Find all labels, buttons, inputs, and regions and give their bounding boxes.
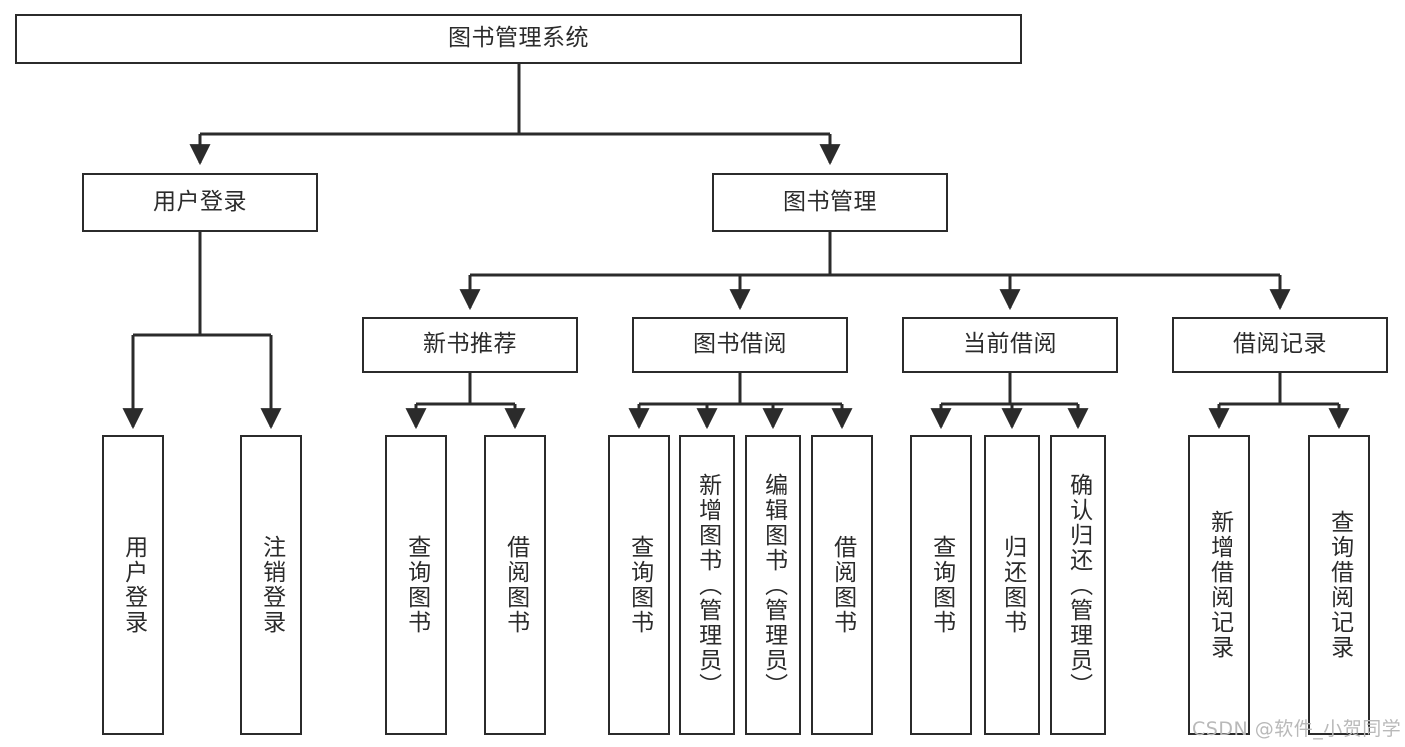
node-label: 当前借阅: [963, 331, 1057, 358]
node-label: 新书推荐: [423, 331, 517, 358]
node-label: 编辑图书（管理员）: [760, 472, 787, 698]
node-user-login[interactable]: 用户登录: [82, 173, 318, 232]
node-new-book-recommendation[interactable]: 新书推荐: [362, 317, 578, 373]
node-root-book-management-system[interactable]: 图书管理系统: [15, 14, 1022, 64]
node-label: 新增借阅记录: [1206, 510, 1233, 660]
node-label: 查询图书: [626, 535, 653, 635]
node-label: 图书借阅: [693, 331, 787, 358]
node-leaf-borrow-book-recommend[interactable]: 借阅图书: [484, 435, 546, 735]
node-leaf-query-borrow-record[interactable]: 查询借阅记录: [1308, 435, 1370, 735]
node-label: 确认归还（管理员）: [1065, 472, 1092, 698]
node-leaf-query-book-recommend[interactable]: 查询图书: [385, 435, 447, 735]
node-label: 图书管理系统: [448, 25, 589, 52]
node-label: 用户登录: [120, 535, 147, 635]
node-book-borrowing[interactable]: 图书借阅: [632, 317, 848, 373]
node-label: 借阅图书: [829, 535, 856, 635]
node-leaf-user-login[interactable]: 用户登录: [102, 435, 164, 735]
node-label: 用户登录: [153, 188, 247, 215]
node-leaf-confirm-return-admin[interactable]: 确认归还（管理员）: [1050, 435, 1106, 735]
node-borrowing-record[interactable]: 借阅记录: [1172, 317, 1388, 373]
node-label: 查询借阅记录: [1326, 510, 1353, 660]
node-book-management[interactable]: 图书管理: [712, 173, 948, 232]
csdn-watermark: CSDN @软件_小贺同学: [1192, 718, 1402, 740]
node-label: 新增图书（管理员）: [694, 472, 721, 698]
node-leaf-return-book[interactable]: 归还图书: [984, 435, 1040, 735]
node-leaf-borrow-book[interactable]: 借阅图书: [811, 435, 873, 735]
node-leaf-add-borrow-record[interactable]: 新增借阅记录: [1188, 435, 1250, 735]
node-label: 借阅记录: [1233, 331, 1327, 358]
node-label: 查询图书: [403, 535, 430, 635]
node-leaf-query-book-borrowing[interactable]: 查询图书: [608, 435, 670, 735]
node-leaf-add-book-admin[interactable]: 新增图书（管理员）: [679, 435, 735, 735]
node-label: 借阅图书: [502, 535, 529, 635]
node-label: 查询图书: [928, 535, 955, 635]
node-leaf-query-book-current[interactable]: 查询图书: [910, 435, 972, 735]
node-leaf-edit-book-admin[interactable]: 编辑图书（管理员）: [745, 435, 801, 735]
node-label: 归还图书: [999, 535, 1026, 635]
node-label: 图书管理: [783, 188, 877, 215]
node-label: 注销登录: [258, 535, 285, 635]
node-current-borrowing[interactable]: 当前借阅: [902, 317, 1118, 373]
node-leaf-logout[interactable]: 注销登录: [240, 435, 302, 735]
